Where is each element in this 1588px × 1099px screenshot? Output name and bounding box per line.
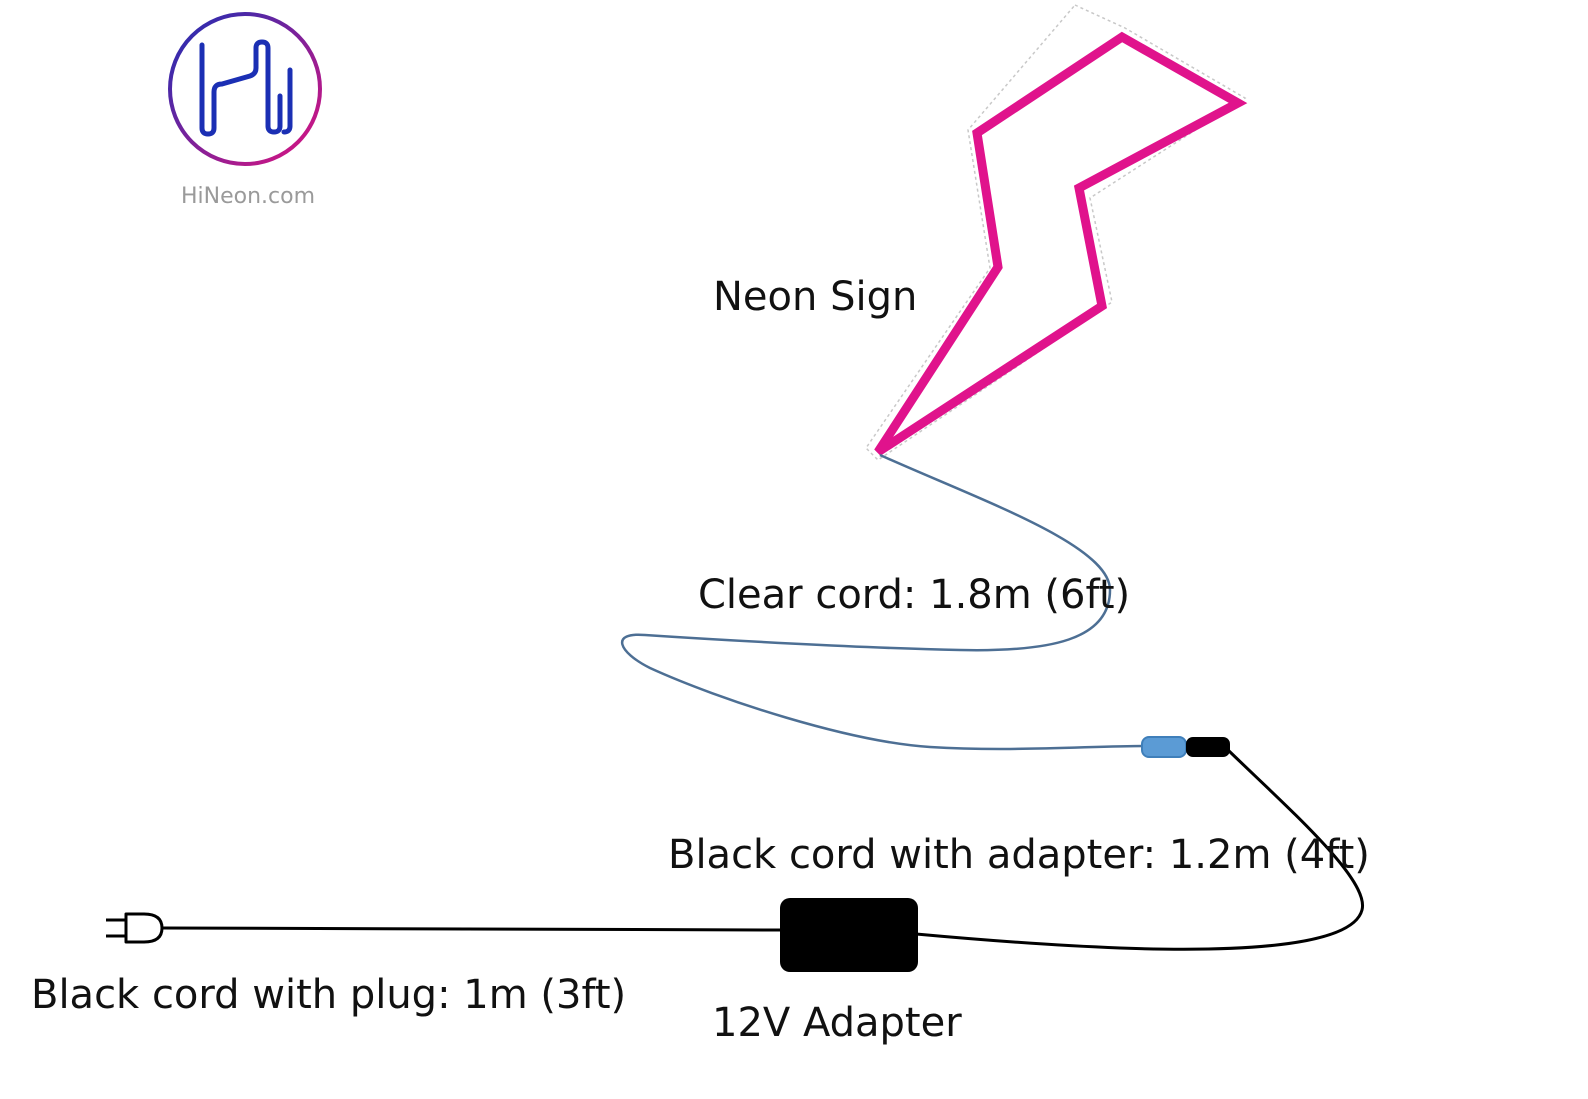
neon-lightning-bolt	[874, 31, 1248, 456]
logo-ring	[168, 12, 322, 166]
neon-sign-backing-outline	[865, 4, 1247, 461]
plug-icon	[106, 912, 164, 944]
clear-cord-label: Clear cord: 1.8m (6ft)	[698, 572, 1130, 618]
connector-black-end	[1186, 737, 1230, 757]
adapter-body	[780, 898, 918, 972]
connector-clear-end	[1141, 736, 1187, 758]
black-cord-plug-label: Black cord with plug: 1m (3ft)	[31, 972, 626, 1018]
black-cord-adapter-label: Black cord with adapter: 1.2m (4ft)	[668, 832, 1370, 878]
black-cord-plug	[161, 926, 781, 932]
logo-glyph-icon	[199, 39, 293, 137]
adapter-label: 12V Adapter	[712, 1000, 962, 1046]
neon-sign-label: Neon Sign	[713, 274, 917, 320]
clear-cord	[621, 453, 1146, 751]
logo-text: HiNeon.com	[181, 184, 315, 209]
cord-connector	[1141, 736, 1230, 758]
hineon-logo: HiNeon.com	[168, 12, 322, 209]
black-cord-adapter	[915, 748, 1364, 951]
